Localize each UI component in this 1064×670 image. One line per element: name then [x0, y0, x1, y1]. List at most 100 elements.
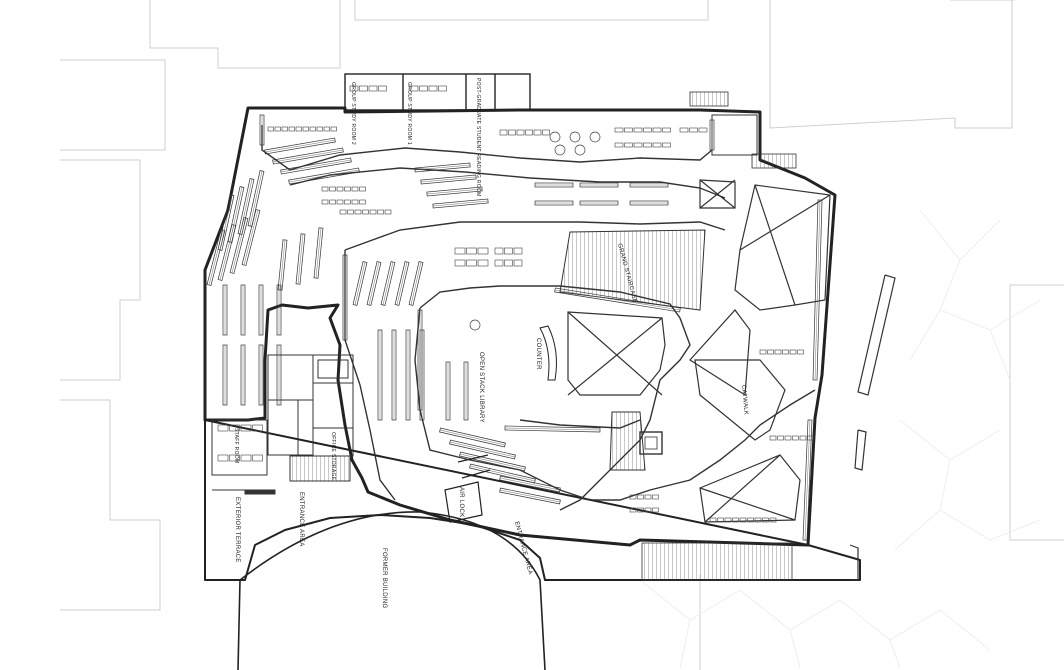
study-tables — [217, 85, 814, 523]
desk — [384, 209, 392, 215]
south-steps — [641, 542, 793, 581]
desk — [504, 247, 513, 255]
desk — [229, 424, 240, 432]
desk — [378, 85, 387, 92]
shelf-unit — [812, 199, 823, 381]
desk — [769, 517, 777, 523]
desk — [369, 209, 377, 215]
desk — [494, 259, 504, 267]
shelf-unit — [222, 344, 228, 406]
desk — [321, 186, 329, 192]
shelf-unit — [272, 147, 344, 165]
shelf-unit — [463, 361, 469, 421]
shelf-unit — [247, 170, 265, 227]
shelf-unit — [554, 287, 681, 313]
round-table — [554, 144, 566, 156]
shelf-unit — [499, 487, 561, 505]
desk — [321, 199, 329, 205]
desk — [629, 494, 637, 500]
shelving-units — [206, 114, 823, 541]
shelf-unit — [579, 200, 619, 206]
shelf-unit — [391, 329, 397, 421]
label-entrance-area-left: ENTRANCE AREA — [298, 492, 304, 547]
desk — [252, 454, 263, 462]
shelf-unit — [295, 233, 306, 285]
service-core — [211, 354, 354, 495]
desk — [240, 424, 252, 432]
shelf-unit — [280, 157, 352, 175]
shelf-unit — [217, 194, 235, 251]
desk — [267, 126, 274, 132]
desk — [288, 126, 295, 132]
desk — [624, 142, 633, 148]
desk — [709, 517, 717, 523]
desk — [797, 349, 804, 355]
desk — [351, 199, 359, 205]
central-atrium — [567, 311, 666, 396]
desk — [644, 494, 652, 500]
label-open-stack: OPEN STACK LIBRARY — [478, 352, 484, 423]
label-postgrad-reading: POST-GRADUATE STUDENT READING ROOM — [475, 78, 481, 197]
label-group-study-1: GROUP STUDY ROOM 1 — [406, 82, 412, 145]
desk — [652, 142, 662, 148]
shelf-unit — [449, 439, 516, 460]
shelf-unit — [276, 284, 282, 336]
desk — [525, 129, 533, 136]
desk — [323, 126, 330, 132]
label-air-lock: AIR LOCK — [458, 487, 464, 517]
desk — [513, 247, 523, 255]
desk — [217, 454, 229, 462]
desk — [637, 507, 644, 513]
desk — [542, 129, 550, 136]
exterior-stairs — [689, 91, 797, 169]
shelf-unit — [534, 182, 574, 188]
desk — [409, 85, 419, 92]
desk — [739, 517, 747, 523]
desk — [754, 517, 762, 523]
desk — [336, 199, 344, 205]
desk — [477, 259, 489, 267]
desk — [347, 209, 354, 215]
desk — [614, 142, 624, 148]
shelf-unit — [417, 309, 423, 411]
desk — [513, 259, 523, 267]
desk — [767, 349, 774, 355]
shelf-unit — [258, 284, 264, 336]
desk — [698, 127, 708, 133]
shelf-unit — [629, 182, 669, 188]
desk — [281, 126, 288, 132]
desk — [302, 126, 309, 132]
shelf-unit — [222, 284, 228, 336]
desk — [784, 435, 792, 441]
shelf-unit — [313, 227, 324, 279]
shelf-unit — [445, 361, 451, 421]
label-catwalk: CATWALK — [740, 385, 749, 416]
desk — [637, 494, 644, 500]
shelf-unit — [227, 186, 245, 243]
desk — [466, 247, 477, 255]
desk — [799, 435, 807, 441]
exterior-fins — [849, 274, 896, 581]
shelf-unit — [377, 329, 383, 421]
shelf-unit — [264, 137, 336, 155]
desk — [499, 129, 508, 136]
desk — [336, 186, 344, 192]
desk — [516, 129, 525, 136]
former-building — [237, 511, 546, 670]
label-exterior-terrace: EXTERIOR TERRACE — [234, 497, 240, 563]
shelf-unit — [420, 174, 477, 185]
desk — [508, 129, 516, 136]
label-counter: COUNTER — [535, 338, 541, 370]
shelf-unit — [240, 344, 246, 406]
desk — [747, 517, 754, 523]
desk — [652, 494, 659, 500]
desk — [652, 507, 659, 513]
shelf-unit — [240, 284, 246, 336]
desk — [614, 127, 624, 133]
desk — [344, 199, 351, 205]
shelf-unit — [342, 254, 348, 341]
desk — [339, 209, 347, 215]
desk — [769, 435, 777, 441]
desk — [724, 517, 732, 523]
service-counter — [539, 325, 557, 381]
